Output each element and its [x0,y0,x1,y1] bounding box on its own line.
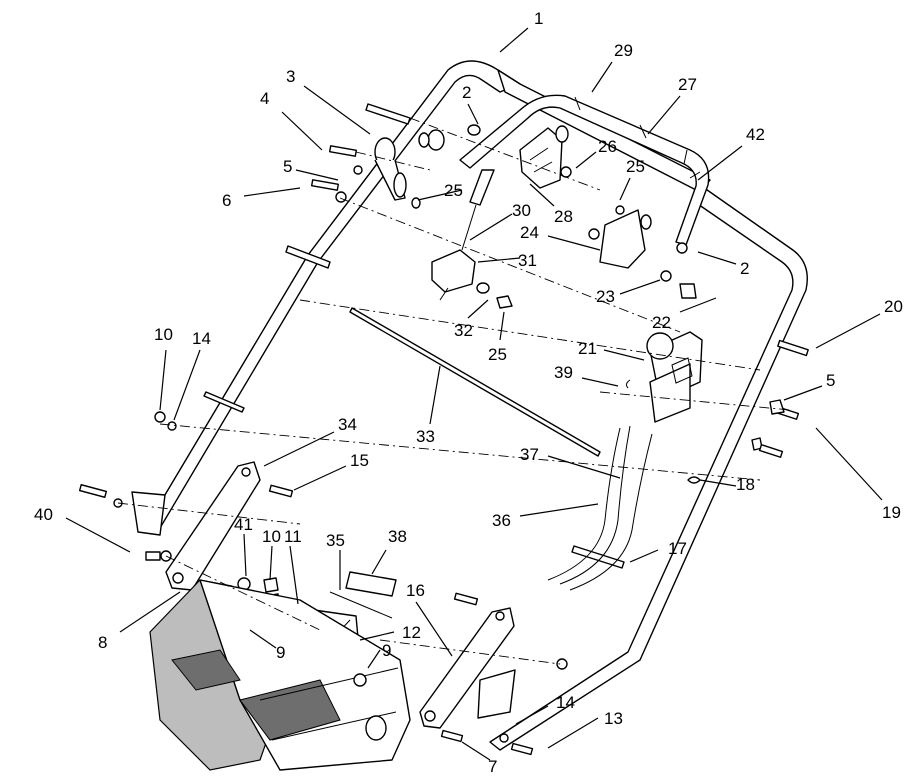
right-bolts [751,339,809,458]
callout-14: 14 [192,329,211,348]
callout-33: 33 [416,427,435,446]
callout-5: 5 [826,371,835,390]
callout-10: 10 [154,325,173,344]
callout-41: 41 [234,515,253,534]
callout-28: 28 [554,207,573,226]
pivot-bracket [467,124,572,189]
callout-10: 10 [262,527,281,546]
callout-25: 25 [444,181,463,200]
upper-bolts [310,103,445,209]
callout-labels: 1 29 27 42 3 4 2 26 25 5 25 6 28 30 24 2… [34,9,903,776]
callout-2: 2 [462,83,471,102]
control-bail [459,94,710,246]
callout-5: 5 [283,157,292,176]
callout-24: 24 [520,223,539,242]
assembly-centerlines [117,117,791,665]
callout-7: 7 [488,757,497,776]
deck-housing [149,579,411,771]
callout-31: 31 [518,251,537,270]
callout-11: 11 [284,527,302,546]
callout-6: 6 [222,191,231,210]
callout-3: 3 [286,67,295,86]
cable-guide-loop [374,137,407,201]
callout-12: 12 [402,623,421,642]
callout-14: 14 [556,693,575,712]
right-pivot-bracket [588,205,697,299]
callout-22: 22 [652,313,671,332]
callout-15: 15 [350,451,369,470]
callout-9: 9 [276,643,285,662]
callout-42: 42 [746,125,765,144]
callout-39: 39 [554,363,573,382]
callout-32: 32 [454,321,473,340]
callout-21: 21 [578,339,597,358]
control-cables [547,425,653,591]
callout-19: 19 [882,503,901,522]
callout-26: 26 [598,137,617,156]
callout-40: 40 [34,505,53,524]
callout-35: 35 [326,531,345,550]
leader-lines [65,27,883,761]
callout-18: 18 [736,475,755,494]
right-side-plate [419,607,515,729]
callout-27: 27 [678,75,697,94]
callout-23: 23 [596,287,615,306]
callout-38: 38 [388,527,407,546]
callout-25: 25 [626,157,645,176]
callout-37: 37 [520,445,539,464]
cable-clips [203,245,625,569]
callout-9: 9 [382,641,391,660]
callout-8: 8 [98,633,107,652]
callout-34: 34 [338,415,357,434]
callout-25: 25 [488,345,507,364]
control-rod [349,307,601,457]
callout-29: 29 [614,41,633,60]
callout-13: 13 [604,709,623,728]
callout-30: 30 [512,201,531,220]
callout-2: 2 [740,259,749,278]
callout-1: 1 [534,9,543,28]
callout-36: 36 [492,511,511,530]
cable-adjuster [431,169,513,309]
callout-17: 17 [668,539,687,558]
callout-20: 20 [884,297,903,316]
control-box [625,331,703,423]
callout-4: 4 [260,89,269,108]
callout-16: 16 [406,581,425,600]
